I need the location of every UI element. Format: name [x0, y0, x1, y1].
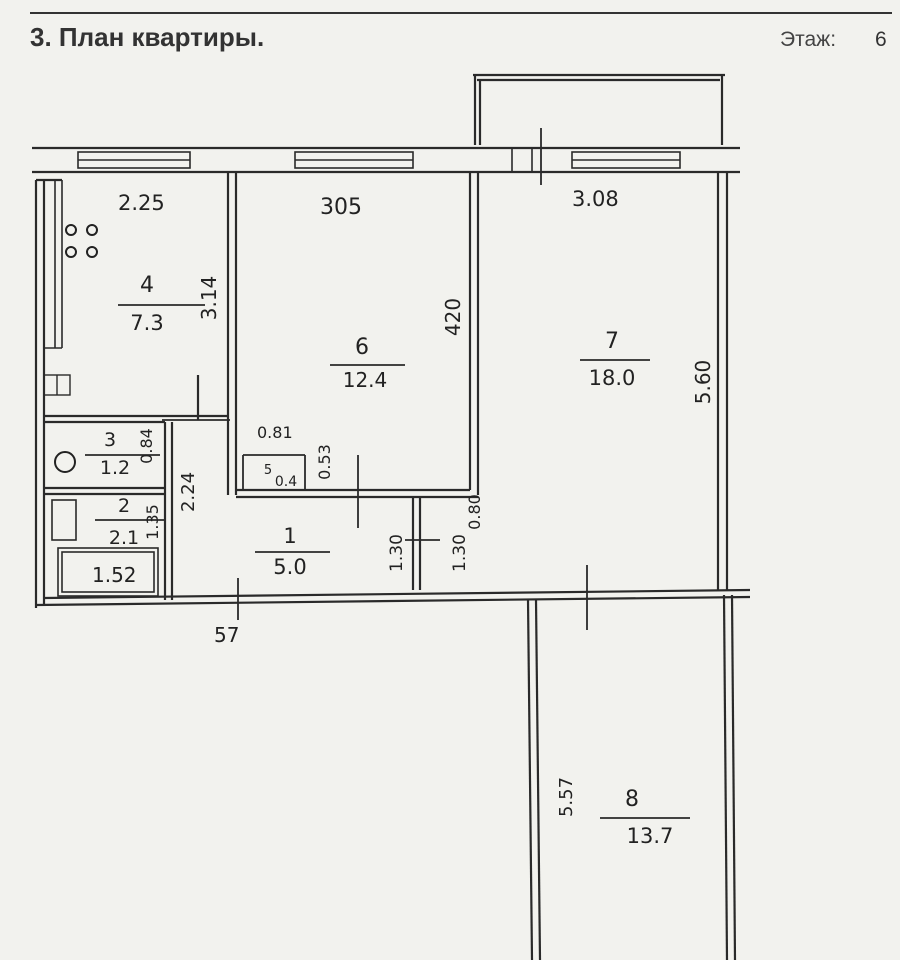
room1-number: 1	[283, 524, 296, 548]
balcony	[473, 73, 725, 145]
dim-room4-top: 2.25	[118, 191, 165, 215]
washbasin-icon	[54, 451, 76, 473]
room2-number: 2	[118, 495, 130, 517]
room8-area: 13.7	[627, 824, 674, 848]
floor-label: Этаж:	[780, 28, 837, 51]
dim-bath-box: 1.52	[92, 563, 137, 587]
window	[77, 151, 191, 169]
closet	[242, 454, 306, 490]
left-exterior-wall	[34, 178, 62, 608]
room3-area: 1.2	[100, 457, 130, 479]
right-exterior-wall	[716, 172, 729, 590]
room1-area: 5.0	[273, 555, 306, 579]
bottom-wall	[35, 588, 751, 607]
partition-wall	[236, 488, 478, 499]
dim-door-b: 0.53	[315, 444, 334, 480]
room5-number: 5	[264, 463, 272, 478]
kitchen-sink	[43, 374, 71, 396]
header-rule	[30, 12, 892, 14]
room8-walls	[526, 594, 737, 960]
dim-room4-side: 3.14	[197, 276, 221, 321]
partition-wall	[44, 375, 228, 424]
room6-number: 6	[355, 335, 369, 360]
door-mark	[162, 128, 588, 630]
partition-wall	[468, 172, 480, 495]
dim-door-e: 1.30	[387, 534, 407, 572]
room8-number: 8	[625, 787, 639, 812]
room4-number: 4	[140, 273, 154, 298]
dim-room6-top: 305	[320, 195, 362, 220]
top-exterior-wall	[32, 146, 740, 174]
bathroom-fixtures	[51, 499, 159, 597]
dim-room1-side: 2.24	[178, 472, 199, 512]
dim-door-f: 1.30	[450, 534, 470, 572]
room5-area: 0.4	[275, 474, 297, 490]
room2-area: 2.1	[109, 527, 139, 549]
page-title: 3. План квартиры.	[30, 22, 265, 52]
balcony-door	[511, 148, 533, 172]
floor-value: 6	[875, 28, 887, 51]
room6-area: 12.4	[343, 368, 388, 392]
dim-room7-top: 3.08	[572, 187, 619, 211]
window	[294, 151, 414, 169]
room3-number: 3	[104, 429, 116, 451]
kitchen-counter	[44, 180, 63, 349]
dim-room7-side: 5.60	[691, 360, 715, 405]
partition-wall	[411, 497, 422, 590]
dim-room8-side: 5.57	[556, 777, 577, 817]
dim-door-c: 0.84	[137, 428, 156, 464]
area-underline	[85, 304, 690, 819]
partition-wall	[163, 422, 174, 600]
dim-door-a: 0.81	[257, 423, 293, 442]
room4-area: 7.3	[130, 311, 163, 335]
partition-wall	[44, 486, 165, 496]
room7-number: 7	[605, 329, 619, 354]
room7-area: 18.0	[589, 366, 636, 390]
dim-room1-bottom: 57	[214, 623, 239, 647]
dim-door-d: 1.35	[143, 504, 162, 540]
dim-room6-side: 420	[441, 298, 465, 336]
dim-door-g: 0.80	[465, 494, 484, 530]
stove-icon	[65, 224, 98, 258]
window	[571, 151, 681, 169]
partition-wall	[226, 172, 238, 495]
